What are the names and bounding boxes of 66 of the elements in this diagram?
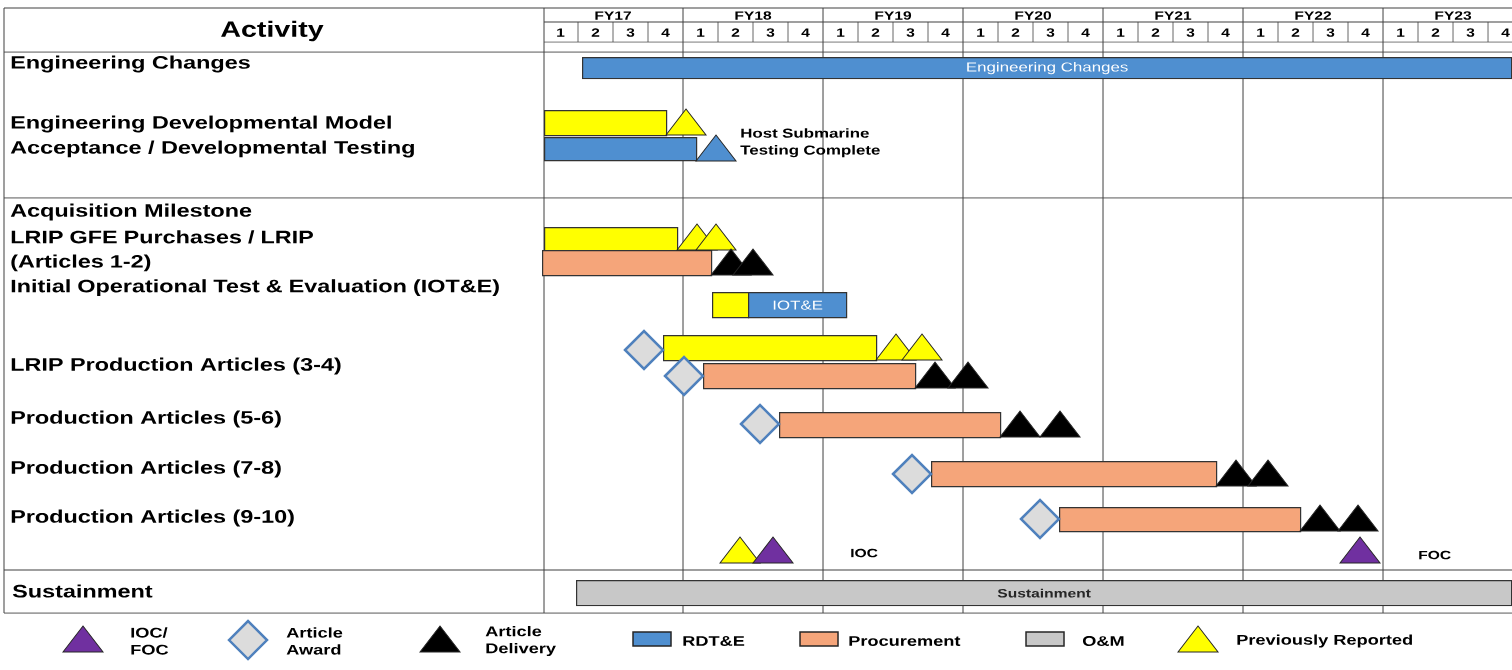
legend-label: O&M [1082,636,1124,646]
row-label: Production Articles (9-10) [11,509,294,527]
gantt-bar [703,363,917,390]
gantt-bar [931,461,1218,488]
row-label: Sustainment [12,584,153,598]
legend-label: Article Award [286,627,343,655]
row-label: Acquisition Milestone [10,203,252,221]
year-label: FY17 [595,11,631,20]
quarter-number: 4 [1361,28,1370,37]
row-label: Engineering Developmental Model [11,115,391,133]
gantt-bar [779,412,1002,439]
column-heading: Activity [221,20,324,42]
quarter-number: 2 [591,28,600,37]
quarter-number: 2 [731,28,740,37]
year-label: FY23 [1435,11,1472,20]
quarter-number: 1 [837,28,845,37]
gantt-bar: Sustainment [576,580,1512,607]
quarter-number: 3 [766,28,775,37]
legend-label: Procurement [849,636,961,646]
gantt-bar [542,250,713,277]
row-label: Initial Operational Test & Evaluation (IOT&E) [11,279,499,296]
row-label: LRIP Production Articles (3-4) [11,357,341,375]
quarter-number: 2 [1151,28,1160,37]
quarter-number: 4 [661,28,670,37]
quarter-number: 1 [697,28,705,37]
quarter-number: 4 [801,28,810,37]
quarter-number: 2 [1291,28,1300,37]
quarter-number: 2 [1431,28,1440,37]
row-label: Production Articles (5-6) [11,410,281,428]
milestone-label: FOC [1419,550,1451,560]
quarter-number: 3 [906,28,915,37]
year-label: FY21 [1155,11,1192,20]
gantt-bar: Engineering Changes [582,57,1512,80]
milestone-label: IOC [851,548,878,558]
gantt-bar [1059,507,1302,533]
quarter-number: 4 [1081,28,1090,37]
quarter-number: 3 [1046,28,1055,37]
quarter-number: 2 [1011,28,1020,37]
legend-label: IOC/ FOC [131,627,169,655]
quarter-number: 4 [1501,28,1510,37]
gantt-bar: IOT&E [748,292,848,319]
quarter-number: 3 [1186,28,1195,37]
row-label: Engineering Changes [11,55,250,73]
quarter-number: 1 [557,28,565,37]
quarter-number: 3 [626,28,635,37]
quarter-number: 1 [1397,28,1405,37]
quarter-number: 1 [977,28,985,37]
quarter-number: 1 [1257,28,1265,37]
quarter-number: 4 [941,28,950,37]
quarter-number: 2 [871,28,880,37]
annotation: Host Submarine Testing Complete [740,128,880,158]
year-label: FY22 [1295,11,1332,20]
year-label: FY20 [1015,11,1052,20]
legend-label: Article Delivery [485,626,556,657]
legend-label: RDT&E [683,636,745,646]
row-label: Acceptance / Developmental Testing [10,140,414,158]
quarter-number: 3 [1326,28,1335,37]
year-label: FY19 [875,11,912,20]
legend-label: Previously Reported [1237,634,1412,648]
quarter-number: 4 [1221,28,1230,37]
quarter-number: 1 [1117,28,1125,37]
gantt-bar [712,292,750,319]
row-label: LRIP GFE Purchases / LRIP (Articles 1-2) [11,230,313,272]
quarter-number: 3 [1466,28,1475,37]
year-label: FY18 [735,11,772,20]
row-label: Production Articles (7-8) [11,460,281,478]
